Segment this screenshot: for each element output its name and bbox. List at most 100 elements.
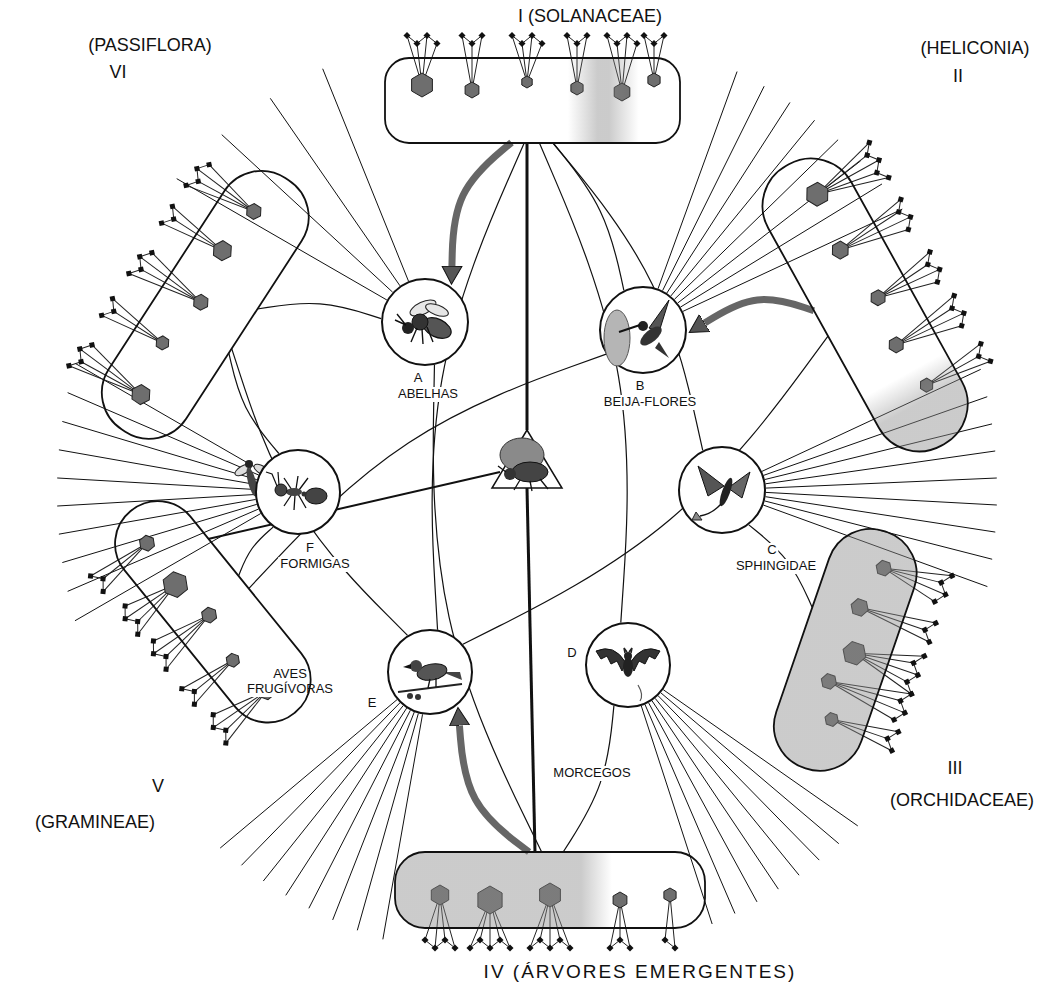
label-holder: VI (107, 62, 128, 83)
band-outline (759, 514, 931, 786)
plant-tip (978, 341, 984, 347)
pollinator-label: FORMIGAS (278, 557, 351, 572)
central-triangle (492, 430, 562, 488)
plant-tip (961, 310, 967, 316)
pollinator-ray (766, 478, 997, 488)
bat-ears (624, 648, 632, 653)
label-holder: D (565, 643, 578, 661)
plant-tip (151, 638, 156, 643)
animal-figure (678, 446, 766, 534)
plant-group-band: III(ORCHIDACEAE) (759, 514, 931, 786)
plant-tip (905, 226, 911, 232)
interaction-line (229, 353, 279, 454)
plant-tip (951, 293, 957, 299)
plant-tip (866, 139, 872, 145)
pollinator-ray (68, 509, 259, 591)
band-shape (762, 517, 928, 783)
label-holder: A (412, 368, 425, 386)
plant-group-label: I (SOLANACEAE) (516, 6, 664, 27)
plant-group-band: (PASSIFLORA)VI (82, 151, 329, 459)
label-holder: B (634, 376, 647, 394)
ant-thorax (286, 488, 302, 496)
interaction-line (433, 365, 541, 852)
label-holder: ABELHAS (396, 384, 460, 402)
moth-proboscis (700, 504, 721, 516)
plant-tip (573, 40, 580, 47)
label-holder: (HELICONIA) (918, 38, 1031, 59)
label-holder: E (366, 693, 379, 711)
plant-tip (192, 689, 197, 694)
pollinator-ray (263, 706, 403, 881)
central-line (527, 488, 535, 852)
plant-tip (135, 619, 140, 624)
band-shape (746, 142, 984, 468)
plant-tip (89, 342, 95, 348)
plant-tip (910, 660, 917, 667)
plant-tip (163, 667, 168, 672)
pollinator-ray (75, 514, 261, 621)
fruit (407, 693, 413, 699)
plant-tip (932, 620, 939, 627)
pollinator-ray (177, 179, 387, 300)
plant-group-band: IV (ÁRVORES EMERGENTES) (392, 849, 708, 931)
plant-tip (413, 40, 420, 47)
plant-tip (528, 32, 535, 39)
plant-tip (99, 312, 105, 318)
plant-tip (135, 632, 140, 637)
plant-tip (223, 740, 228, 745)
bat-wing (630, 649, 660, 671)
plant-group-label: (ORCHIDACEAE) (888, 790, 1036, 811)
plant-tip (468, 40, 475, 47)
plant-group-label: III (945, 758, 964, 779)
label-holder: (ORCHIDACEAE) (888, 790, 1036, 811)
label-holder: (PASSIFLORA) (86, 35, 214, 56)
plant-tip (206, 162, 212, 168)
beetle-legs (498, 466, 548, 491)
pollinator-label: F (304, 541, 316, 556)
plant-tip (441, 936, 448, 943)
plant-tip (122, 616, 127, 621)
pollinator-label: BEIJA-FLORES (602, 395, 698, 410)
plant-branch (153, 603, 209, 652)
plant-tip (138, 266, 144, 272)
plant-tip (640, 32, 647, 39)
plant-tip (891, 716, 898, 723)
plant-group-label: (HELICONIA) (918, 38, 1031, 59)
plant-tip (888, 747, 895, 754)
plant-tip (876, 157, 882, 163)
pollinator-circle: EAVES FRUGÍVORAS (387, 629, 473, 715)
plant-tip (423, 32, 430, 39)
pollinator-ray (765, 497, 995, 532)
plant-tip (403, 32, 410, 39)
plant-tip (650, 40, 657, 47)
bee-wing (424, 301, 450, 319)
plant-group-label: V (150, 776, 166, 797)
plant-tip (884, 735, 891, 742)
plant-group-label: II (951, 66, 965, 87)
plant-tip (931, 598, 938, 605)
plant-tip (936, 266, 942, 272)
plant-branch (129, 261, 201, 315)
beetle-head (504, 468, 516, 480)
plant-tip (904, 679, 911, 686)
beetle-body (512, 462, 548, 482)
plant-branch (107, 299, 168, 343)
interaction-line (463, 336, 828, 644)
plant-hexagon (136, 533, 157, 554)
band-shape (395, 852, 705, 928)
plant-tip (77, 346, 83, 352)
plant-tip (546, 944, 553, 951)
plant-tip (210, 712, 215, 717)
plant-tip (626, 944, 633, 951)
animal-figure (599, 286, 687, 374)
bird-beak (403, 664, 411, 669)
pollinator-circle: FFORMIGAS (255, 449, 341, 535)
pollinator-ray (222, 135, 393, 293)
flower (604, 310, 630, 366)
pollinator-label: D (565, 646, 578, 661)
plant-group-label: (GRAMINEAE) (33, 812, 157, 833)
plant-group-label: IV (ÁRVORES EMERGENTES) (482, 961, 799, 983)
band-shape (98, 484, 328, 740)
plant-branch (188, 660, 239, 704)
plant-tip (170, 203, 176, 209)
